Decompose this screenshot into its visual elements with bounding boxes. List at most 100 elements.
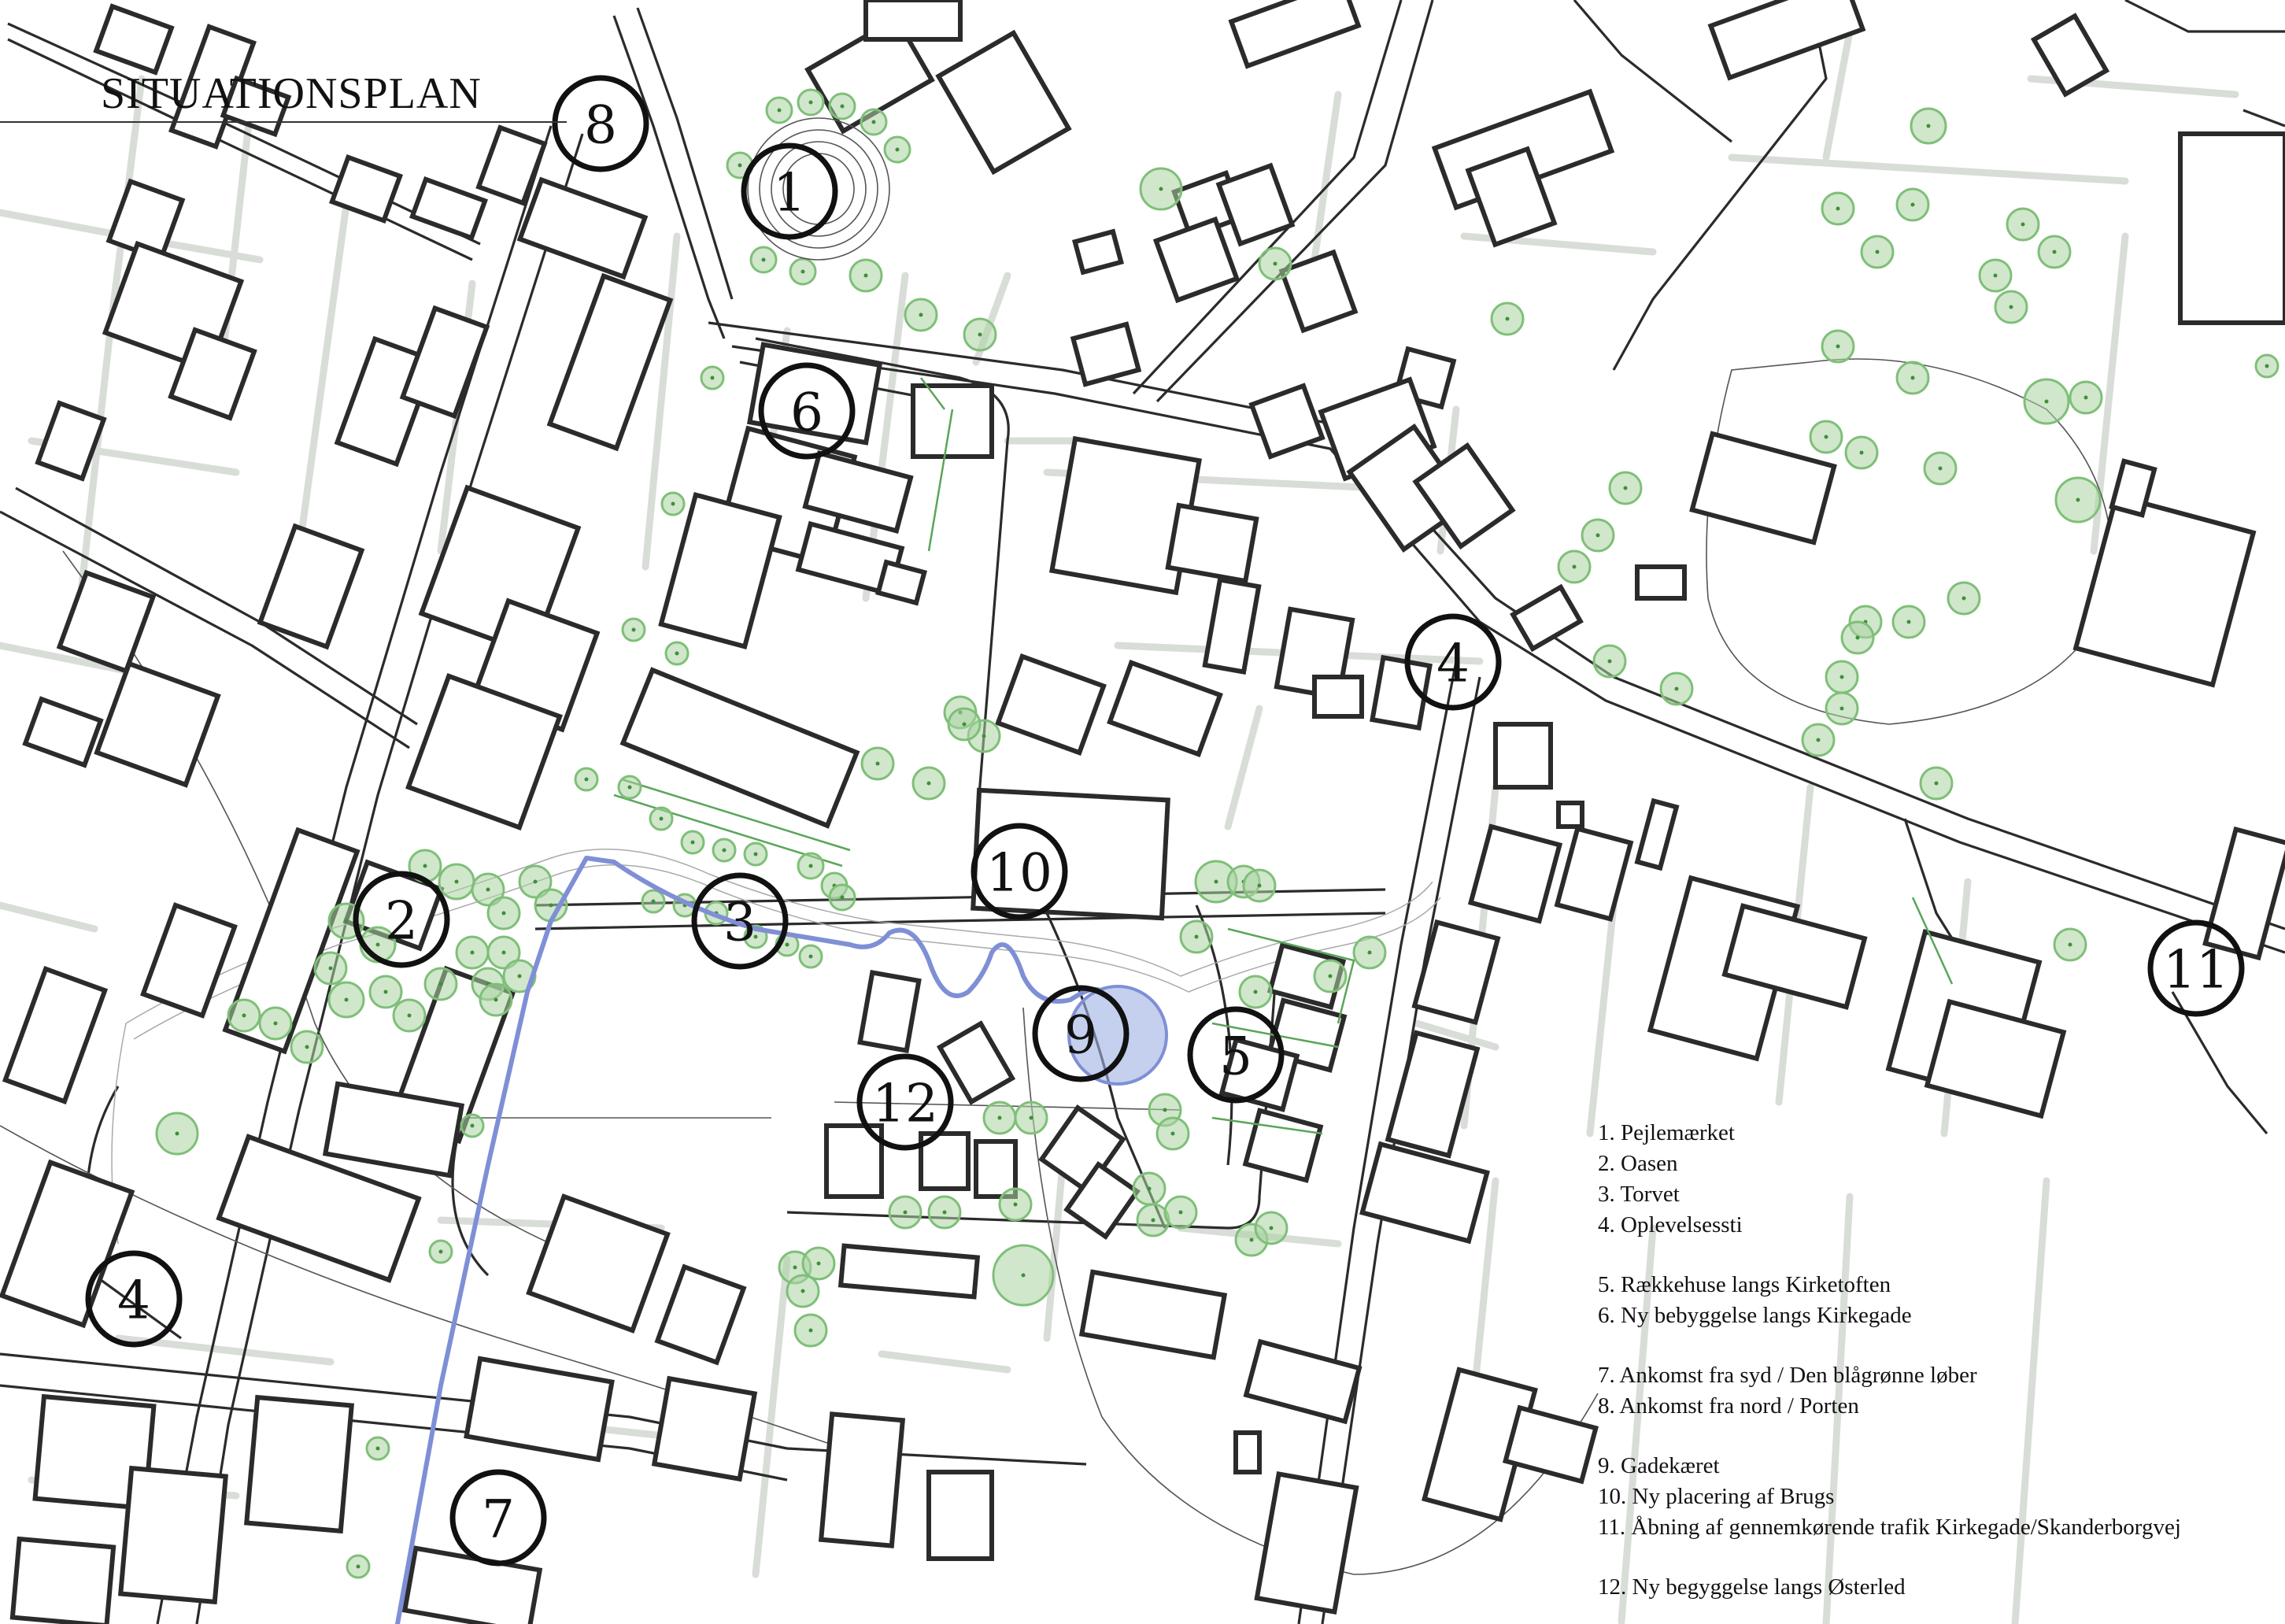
marker-5: 5 — [1187, 1006, 1285, 1104]
tree — [1809, 420, 1843, 454]
trees — [155, 88, 2279, 1579]
tree — [1994, 290, 2028, 324]
marker-2: 2 — [353, 871, 450, 968]
legend-spacer — [1598, 1241, 2283, 1270]
legend-item: 1. Pejlemærket — [1598, 1120, 1735, 1145]
tree — [455, 935, 490, 970]
tree — [617, 775, 642, 800]
legend-item: 6. Ny bebyggelse langs Kirkegade — [1598, 1303, 1912, 1328]
tree — [502, 959, 537, 993]
legend-spacer — [1598, 1331, 2283, 1360]
marker-12: 12 — [856, 1053, 954, 1151]
tree — [1895, 361, 1930, 395]
svg-text:6: 6 — [790, 383, 823, 443]
blue-green-runner — [395, 856, 1104, 1624]
tree — [860, 108, 888, 136]
tree — [1860, 235, 1895, 269]
marker-1: 1 — [741, 142, 838, 240]
tree — [479, 982, 513, 1017]
tree — [1947, 581, 1981, 616]
tree — [346, 1554, 371, 1579]
tree — [1581, 518, 1615, 553]
marker-3: 3 — [691, 872, 789, 970]
marker-7: 7 — [449, 1469, 547, 1567]
svg-text:11: 11 — [2163, 940, 2229, 1001]
svg-text:4: 4 — [117, 1271, 150, 1331]
tree — [664, 641, 690, 666]
tree — [1132, 1171, 1167, 1206]
tree — [486, 896, 521, 930]
legend-spacer — [1598, 1543, 2283, 1572]
tree — [290, 1030, 324, 1064]
tree — [793, 1313, 828, 1348]
tree — [1844, 435, 1879, 470]
tree — [1179, 919, 1214, 954]
tree — [1163, 1195, 1198, 1230]
tree — [1557, 549, 1592, 584]
legend-item: 8. Ankomst fra nord / Porten — [1598, 1393, 1859, 1419]
tree — [438, 863, 475, 901]
tree — [2069, 380, 2103, 415]
tree — [460, 1113, 485, 1138]
tree — [1821, 191, 1855, 226]
tree — [621, 617, 646, 642]
marker-9: 9 — [1032, 985, 1130, 1082]
tree — [1313, 959, 1348, 993]
legend-item: 10. Ny placering af Brugs — [1598, 1484, 1835, 1509]
svg-text:2: 2 — [385, 891, 418, 952]
svg-text:12: 12 — [872, 1074, 938, 1134]
legend-item: 9. Gadekæret — [1598, 1453, 1720, 1478]
tree — [1592, 644, 1627, 679]
tree — [1608, 471, 1643, 505]
tree — [963, 317, 997, 352]
tree — [428, 1239, 453, 1264]
tree — [641, 889, 666, 914]
tree — [860, 746, 895, 781]
tree — [327, 981, 365, 1019]
tree — [1825, 691, 1859, 726]
tree — [680, 830, 705, 855]
tree — [947, 707, 982, 742]
svg-text:7: 7 — [482, 1489, 515, 1550]
tree — [749, 246, 778, 274]
tree — [649, 806, 674, 831]
tree — [786, 1274, 820, 1308]
tree — [1821, 329, 1855, 364]
tree — [2254, 353, 2279, 379]
tree — [1910, 107, 1947, 145]
tree — [1258, 246, 1292, 281]
tree — [1801, 723, 1836, 757]
tree — [258, 1006, 293, 1041]
tree — [1978, 258, 2013, 293]
legend-item: 5. Rækkehuse langs Kirketoften — [1598, 1272, 1891, 1297]
legend-item: 3. Torvet — [1598, 1182, 1680, 1207]
tree — [797, 88, 825, 117]
tree — [660, 491, 686, 516]
tree — [1139, 167, 1183, 211]
tree — [2023, 378, 2070, 425]
tree — [518, 864, 553, 899]
svg-text:10: 10 — [986, 843, 1052, 904]
tree — [423, 967, 458, 1001]
tree — [227, 998, 261, 1033]
svg-text:3: 3 — [723, 893, 756, 953]
tree — [1254, 1211, 1289, 1245]
legend-item: 11. Åbning af gennemkørende trafik Kirke… — [1598, 1515, 2181, 1540]
svg-text:9: 9 — [1064, 1005, 1097, 1066]
tree — [1490, 301, 1525, 336]
marker-6: 6 — [758, 362, 856, 460]
tree — [1895, 187, 1930, 222]
tree — [998, 1187, 1033, 1222]
tree — [1155, 1116, 1190, 1151]
tree — [801, 1246, 836, 1281]
tree — [798, 944, 823, 969]
tree — [765, 96, 793, 124]
tree — [904, 298, 938, 332]
svg-text:8: 8 — [584, 95, 617, 156]
tree — [1352, 935, 1387, 970]
tree — [797, 852, 825, 880]
tree — [2053, 927, 2087, 962]
marker-4-east: 4 — [1404, 613, 1502, 711]
